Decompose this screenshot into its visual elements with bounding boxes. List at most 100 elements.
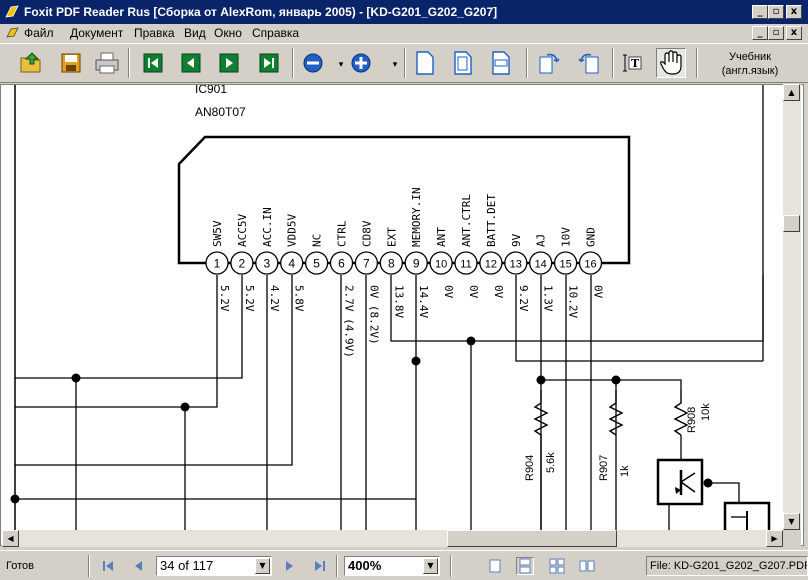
status-previous-page-button[interactable] — [130, 558, 146, 574]
textbook-bookmark-button[interactable]: Учебник (англ.язык) — [700, 50, 800, 78]
rotate-counterclockwise-button[interactable] — [574, 48, 604, 78]
transistor-q2 — [723, 501, 771, 531]
status-first-page-button[interactable] — [100, 558, 116, 574]
open-file-button[interactable] — [16, 48, 46, 78]
single-page-layout-button[interactable] — [486, 557, 504, 575]
menu-edit[interactable]: Правка — [134, 26, 175, 40]
pin-circle — [429, 251, 453, 275]
text-select-tool-button[interactable]: T — [618, 48, 648, 78]
previous-page-button[interactable] — [176, 48, 206, 78]
hand-tool-button[interactable] — [656, 48, 686, 78]
status-last-page-button[interactable] — [312, 558, 328, 574]
menu-file[interactable]: Файл — [24, 26, 54, 40]
pin-circle — [404, 251, 428, 275]
pin-number: 16 — [584, 259, 596, 271]
zoom-in-dropdown-icon[interactable]: ▾ — [392, 60, 398, 70]
menu-window[interactable]: Окно — [214, 26, 242, 40]
page-number-field[interactable]: 34 of 117 ▼ — [156, 556, 272, 576]
schematic-drawing: IC901 AN80T07 1SW5V5.2V2ACC5V5.2V3ACC.IN… — [10, 85, 771, 531]
doc-restore-button[interactable]: ▫ — [768, 26, 784, 40]
page-dropdown-arrow[interactable]: ▼ — [255, 558, 270, 574]
zoom-level-field[interactable]: 400% ▼ — [344, 556, 440, 576]
pin-number: 7 — [363, 257, 370, 271]
doc-close-button[interactable]: x — [786, 26, 802, 40]
fit-page-button[interactable] — [448, 48, 478, 78]
last-page-button[interactable] — [254, 48, 284, 78]
rotate-clockwise-button[interactable] — [534, 48, 564, 78]
zoom-in-button[interactable] — [346, 48, 376, 78]
pin-number: 13 — [510, 259, 522, 271]
vertical-scrollbar[interactable]: ▲ ▼ — [783, 84, 801, 530]
first-page-icon — [103, 561, 113, 571]
floppy-disk-icon — [60, 52, 82, 74]
menu-help[interactable]: Справка — [252, 26, 300, 40]
menu-view[interactable]: Вид — [184, 26, 206, 40]
fit-width-button[interactable] — [486, 48, 516, 78]
pin-name: CD8V — [360, 220, 373, 247]
zoom-in-icon — [350, 52, 372, 74]
menu-document[interactable]: Документ — [70, 26, 124, 40]
resistor-r904-value: 5.6k — [545, 452, 557, 473]
scroll-up-button[interactable]: ▲ — [783, 84, 800, 101]
horizontal-scroll-thumb[interactable] — [447, 530, 617, 547]
pin-voltage: 0V — [467, 285, 480, 299]
pin-name: 9V — [510, 233, 523, 247]
foxit-app-icon — [4, 4, 20, 20]
zoom-out-button[interactable] — [298, 48, 328, 78]
facing-layout-button[interactable] — [578, 557, 596, 575]
toolbar-separator — [612, 48, 614, 78]
vertical-scroll-thumb[interactable] — [783, 215, 800, 232]
pin-number: 3 — [263, 257, 270, 271]
horizontal-scrollbar[interactable]: ◀ ▶ — [2, 530, 783, 547]
resistor-r907-value: 1k — [619, 465, 631, 477]
minimize-button[interactable]: _ — [752, 5, 768, 19]
pin-name: SW5V — [211, 220, 224, 247]
pin-circle — [205, 251, 229, 275]
toolbar-separator — [404, 48, 406, 78]
maximize-button[interactable]: ▫ — [768, 5, 784, 19]
facing-continuous-icon — [549, 558, 565, 574]
first-page-icon — [143, 53, 163, 73]
scroll-left-button[interactable]: ◀ — [2, 530, 19, 547]
save-button[interactable] — [56, 48, 86, 78]
pin-circle — [230, 251, 254, 275]
first-page-button[interactable] — [138, 48, 168, 78]
pin-number: 9 — [413, 257, 420, 271]
pin-name: CTRL — [336, 220, 349, 247]
zoom-dropdown-arrow[interactable]: ▼ — [423, 558, 438, 574]
zoom-out-dropdown-icon[interactable]: ▾ — [338, 60, 344, 70]
pin-name: ACC.IN — [261, 207, 274, 247]
next-page-icon — [219, 53, 239, 73]
file-name-label: File: KD-G201_G202_G207.PDF — [646, 556, 808, 576]
pin-circle — [354, 251, 379, 275]
print-button[interactable] — [92, 48, 122, 78]
continuous-layout-button[interactable] — [516, 557, 534, 575]
pin-circle — [454, 251, 478, 275]
doc-minimize-button[interactable]: _ — [752, 26, 768, 40]
pin-voltage: 0V — [592, 285, 605, 299]
next-page-button[interactable] — [214, 48, 244, 78]
close-button[interactable]: x — [786, 5, 802, 19]
status-ready-text: Готов — [6, 560, 34, 572]
document-icon[interactable] — [6, 26, 20, 40]
status-separator — [450, 555, 452, 577]
text-select-icon: T — [621, 51, 645, 75]
facing-continuous-layout-button[interactable] — [548, 557, 566, 575]
scroll-down-button[interactable]: ▼ — [783, 513, 800, 530]
scroll-right-button[interactable]: ▶ — [766, 530, 783, 547]
toolbar-separator — [128, 48, 130, 78]
previous-page-icon — [181, 53, 201, 73]
status-next-page-button[interactable] — [282, 558, 298, 574]
pin-name: EXT — [385, 227, 398, 247]
actual-size-button[interactable] — [410, 48, 440, 78]
textbook-label: Учебник — [728, 51, 772, 63]
